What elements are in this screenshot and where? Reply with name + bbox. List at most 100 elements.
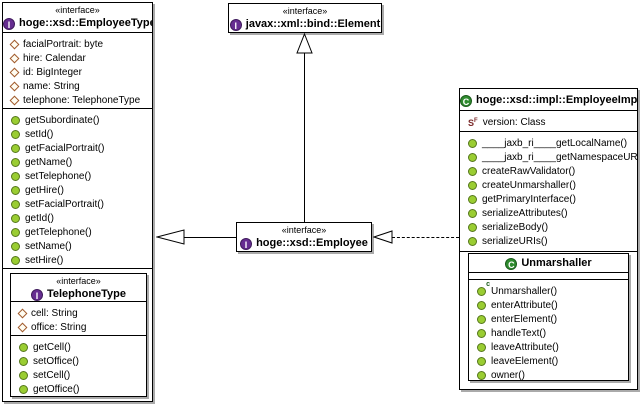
class-name-text: hoge::xsd::EmployeeType	[19, 17, 152, 29]
member-row: createUnmarshaller()	[466, 178, 637, 192]
member-row: setHire()	[9, 253, 152, 267]
class-icon: C	[460, 95, 472, 107]
field-icon	[9, 67, 20, 77]
stereotype-label: «interface»	[282, 6, 328, 16]
attributes-compartment: version: Class	[460, 111, 637, 132]
member-row: getId()	[9, 211, 152, 225]
method-icon	[11, 171, 20, 181]
member-row: hire: Calendar	[9, 51, 152, 65]
method-icon	[477, 356, 486, 366]
method-icon	[477, 342, 486, 352]
sfield-icon	[468, 117, 478, 128]
field-icon	[17, 308, 28, 318]
member-row: enterAttribute()	[475, 298, 628, 312]
member-row: getPrimaryInterface()	[466, 192, 637, 206]
member-row: getCell()	[17, 340, 146, 354]
member-label: getHire()	[25, 184, 64, 196]
method-icon	[19, 342, 28, 352]
method-icon	[477, 314, 486, 324]
member-label: getId()	[25, 212, 54, 224]
member-label: getOffice()	[33, 383, 80, 395]
class-name-text: TelephoneType	[46, 288, 127, 300]
member-label: serializeAttributes()	[482, 207, 568, 219]
method-icon	[11, 185, 20, 195]
member-label: setCell()	[33, 369, 71, 381]
realization-arrowhead-employee	[373, 230, 393, 244]
ctor-icon	[477, 281, 490, 296]
interface-icon: I	[30, 289, 43, 301]
methods-compartment: ____jaxb_ri____getLocalName()____jaxb_ri…	[460, 132, 637, 252]
method-icon	[11, 255, 20, 265]
member-row: leaveElement()	[475, 354, 628, 368]
method-icon	[477, 328, 486, 338]
interface-icon: I	[3, 18, 15, 30]
member-label: serializeBody()	[482, 221, 549, 233]
methods-compartment: Unmarshaller()enterAttribute()enterEleme…	[469, 280, 628, 380]
generalization-line-employee-employeetype	[184, 237, 236, 238]
method-icon	[11, 241, 20, 251]
field-icon	[9, 81, 20, 91]
method-icon	[468, 166, 477, 176]
member-row: id: BigInteger	[9, 65, 152, 79]
member-label: getPrimaryInterface()	[482, 193, 576, 205]
member-row: leaveAttribute()	[475, 340, 628, 354]
field-icon	[9, 39, 20, 49]
method-icon	[19, 384, 28, 394]
member-row: telephone: TelephoneType	[9, 93, 152, 107]
member-row: getSubordinate()	[9, 113, 152, 127]
member-row: name: String	[9, 79, 152, 93]
member-row: setOffice()	[17, 354, 146, 368]
member-label: id: BigInteger	[23, 66, 82, 78]
member-row: getOffice()	[17, 382, 146, 396]
member-row: Unmarshaller()	[475, 281, 628, 298]
member-label: ____jaxb_ri____getNamespaceURI()	[482, 151, 637, 163]
stereotype-label: «interface»	[55, 5, 100, 15]
method-icon	[11, 227, 20, 237]
member-row: getName()	[9, 155, 152, 169]
member-row: setId()	[9, 127, 152, 141]
member-row: cell: String	[17, 306, 146, 320]
member-label: createUnmarshaller()	[482, 179, 576, 191]
member-label: setName()	[25, 240, 72, 252]
field-icon	[9, 95, 20, 105]
member-label: serializeURIs()	[482, 235, 548, 247]
member-label: setOffice()	[33, 355, 79, 367]
member-row: getTelephone()	[9, 225, 152, 239]
member-label: cell: String	[31, 307, 78, 319]
member-label: setHire()	[25, 254, 64, 266]
member-label: telephone: TelephoneType	[23, 94, 141, 106]
interface-icon: I	[229, 19, 242, 31]
member-label: createRawValidator()	[482, 165, 576, 177]
member-label: setId()	[25, 128, 54, 140]
method-icon	[11, 129, 20, 139]
member-row: facialPortrait: byte	[9, 37, 152, 51]
member-row: setTelephone()	[9, 169, 152, 183]
member-row: getFacialPortrait()	[9, 141, 152, 155]
interface-icon: I	[240, 238, 253, 250]
member-row: handleText()	[475, 326, 628, 340]
stereotype-label: «interface»	[281, 225, 327, 235]
member-row: office: String	[17, 320, 146, 334]
member-label: getCell()	[33, 341, 71, 353]
method-icon	[477, 370, 486, 380]
member-row: version: Class	[466, 115, 637, 129]
class-name-text: hoge::xsd::impl::EmployeeImpl	[476, 94, 637, 106]
member-row: serializeAttributes()	[466, 206, 637, 220]
member-label: version: Class	[482, 116, 546, 128]
stereotype-label: «interface»	[56, 276, 101, 286]
member-label: facialPortrait: byte	[23, 38, 104, 50]
method-icon	[19, 356, 28, 366]
member-row: owner()	[475, 368, 628, 380]
